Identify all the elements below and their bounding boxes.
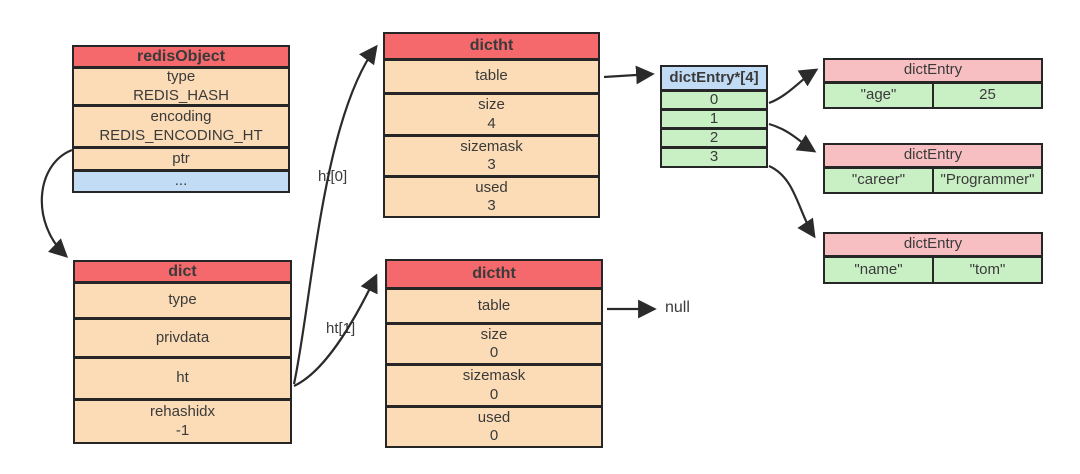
arrow-ptr-to-dict	[40, 148, 73, 258]
dict-row-privdata: privdata	[73, 318, 292, 358]
bucket-slot-3: 3	[660, 147, 768, 168]
dictht-bottom-row-sizemask: sizemask 0	[385, 364, 603, 407]
dictht-top-title: dictht	[383, 32, 600, 60]
field-label: used	[477, 408, 511, 426]
redis-object-row-encoding: encoding REDIS_ENCODING_HT	[72, 105, 290, 148]
field-label: table	[475, 67, 508, 85]
dictht-bottom-struct: dictht table size 0 sizemask 0 used 0	[385, 259, 603, 448]
dict-row-type: type	[73, 282, 292, 319]
entry-key: "career"	[823, 167, 934, 194]
dict-entry-name: dictEntry "name" "tom"	[823, 232, 1043, 284]
dict-entry-title: dictEntry	[823, 143, 1043, 168]
dictht-top-row-size: size 4	[383, 93, 600, 136]
entry-value: "Programmer"	[932, 167, 1043, 194]
dictht-top-row-sizemask: sizemask 3	[383, 135, 600, 177]
arrow-slot0-to-entry-age	[768, 68, 819, 105]
field-value: 0	[489, 427, 499, 444]
field-label: privdata	[155, 328, 210, 346]
field-label: sizemask	[462, 367, 526, 385]
bucket-slot-2: 2	[660, 128, 768, 148]
dict-row-ht: ht	[73, 357, 292, 400]
label-null: null	[665, 299, 690, 316]
bucket-slot-1: 1	[660, 109, 768, 129]
dict-entry-kv: "career" "Programmer"	[823, 167, 1043, 194]
redis-object-row-ellipsis: ...	[72, 170, 290, 193]
dict-entry-title: dictEntry	[823, 58, 1043, 83]
dictht-top-row-used: used 3	[383, 176, 600, 218]
dict-title: dict	[73, 260, 292, 283]
dictht-bottom-row-table: table	[385, 288, 603, 324]
field-label: used	[475, 178, 508, 196]
dict-struct: dict type privdata ht rehashidx -1	[73, 260, 292, 444]
field-label: table	[477, 296, 511, 314]
redis-object-row-ptr: ptr	[72, 147, 290, 171]
label-ht0: ht[0]	[318, 168, 348, 185]
bucket-slot-0: 0	[660, 90, 768, 110]
field-label: ...	[174, 172, 188, 190]
dict-row-rehashidx: rehashidx -1	[73, 399, 292, 444]
field-label: sizemask	[460, 137, 523, 155]
field-value: REDIS_ENCODING_HT	[99, 126, 263, 144]
dictht-bottom-title: dictht	[385, 259, 603, 289]
arrow-slot1-to-entry-career	[768, 122, 817, 153]
redis-object-struct: redisObject type REDIS_HASH encoding RED…	[72, 45, 290, 193]
field-value: -1	[175, 421, 190, 439]
field-label: ht	[176, 369, 189, 387]
field-label: type	[166, 68, 196, 86]
field-label: size	[480, 325, 508, 343]
dictht-bottom-row-used: used 0	[385, 406, 603, 448]
dict-entry-career: dictEntry "career" "Programmer"	[823, 143, 1043, 194]
redis-object-row-type: type REDIS_HASH	[72, 67, 290, 106]
dictht-top-struct: dictht table size 4 sizemask 3 used 3	[383, 32, 600, 218]
arrow-table-to-entry-array	[603, 65, 655, 85]
dictht-bottom-row-size: size 0	[385, 323, 603, 365]
entry-key: "age"	[823, 82, 934, 109]
field-value: 0	[489, 344, 499, 361]
field-value: 3	[487, 197, 496, 214]
field-value: 4	[487, 114, 496, 132]
dict-entry-array-title: dictEntry*[4]	[660, 65, 768, 91]
dict-entry-kv: "age" 25	[823, 82, 1043, 109]
field-label: ptr	[172, 149, 190, 167]
field-value: REDIS_HASH	[133, 86, 229, 104]
entry-key: "name"	[823, 256, 934, 284]
field-label: type	[168, 291, 197, 309]
entry-value: "tom"	[932, 256, 1043, 284]
field-value: 3	[487, 156, 496, 173]
dictht-top-row-table: table	[383, 59, 600, 94]
dict-entry-array: dictEntry*[4] 0 1 2 3	[660, 65, 768, 168]
field-label: encoding	[150, 108, 212, 126]
field-value: 0	[489, 385, 499, 403]
label-ht1: ht[1]	[326, 320, 356, 337]
entry-value: 25	[932, 82, 1043, 109]
field-label: rehashidx	[149, 403, 216, 421]
arrow-slot3-to-entry-name	[768, 164, 816, 239]
dict-entry-title: dictEntry	[823, 232, 1043, 257]
redis-object-title: redisObject	[72, 45, 290, 68]
dict-entry-kv: "name" "tom"	[823, 256, 1043, 284]
dict-entry-age: dictEntry "age" 25	[823, 58, 1043, 109]
field-label: size	[478, 96, 505, 114]
